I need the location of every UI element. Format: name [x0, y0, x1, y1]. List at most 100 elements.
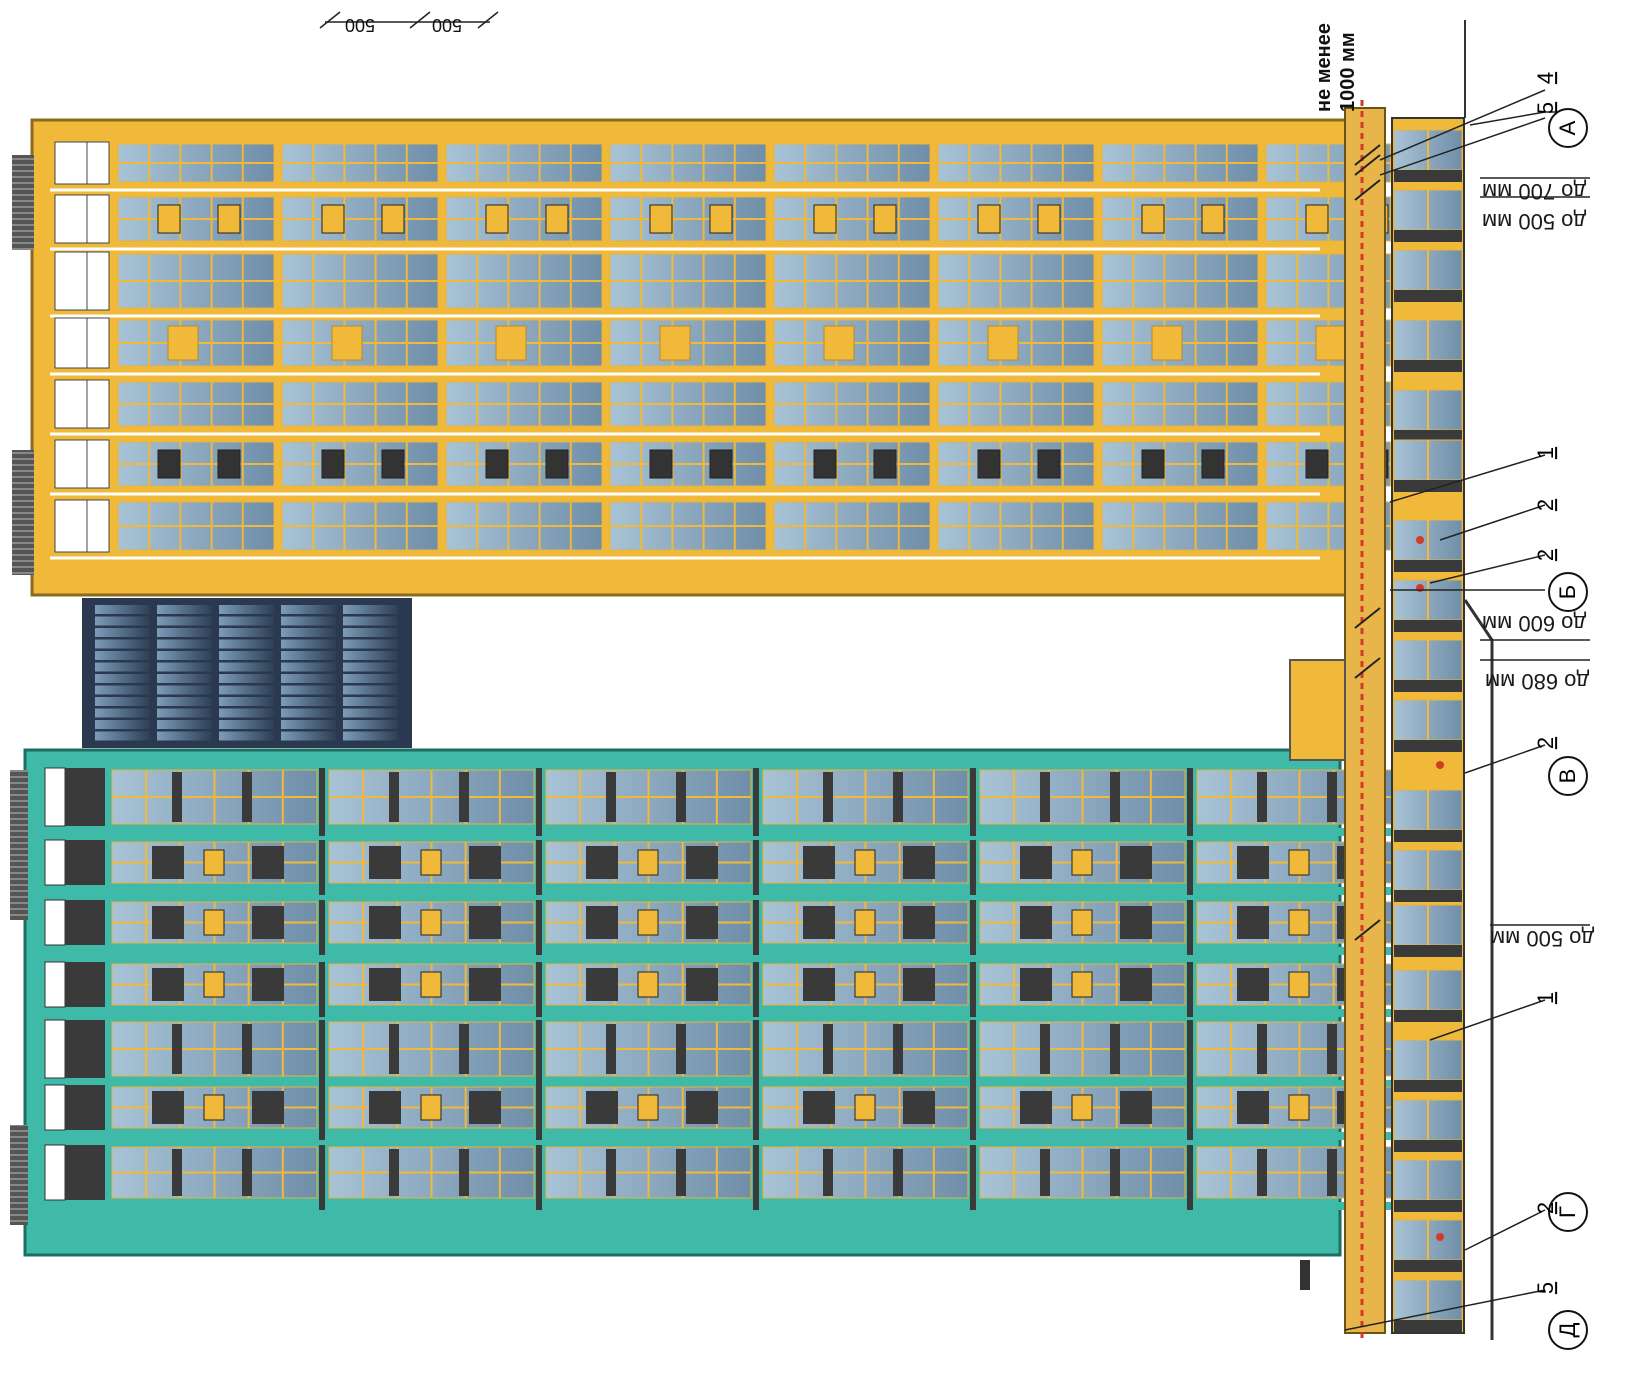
window-opening — [1201, 204, 1225, 234]
dark-panel — [803, 968, 835, 1001]
teal-building — [10, 748, 1408, 1257]
mullion-dark — [459, 772, 469, 822]
teal-band — [540, 887, 757, 895]
window-opening — [637, 909, 659, 936]
dark-window — [281, 605, 336, 614]
window-opening — [813, 449, 837, 479]
right-section-strip — [1289, 20, 1494, 1340]
mullion-dark — [606, 1024, 616, 1074]
top-dim-500-a: 500 — [345, 15, 376, 35]
dark-window — [343, 731, 398, 741]
dark-panel — [686, 906, 718, 939]
dark-window — [281, 616, 336, 626]
window-opening — [420, 971, 442, 998]
dark-panel — [586, 1091, 618, 1124]
dark-panel — [469, 906, 501, 939]
dark-window — [95, 685, 150, 695]
teal-band — [323, 1132, 540, 1140]
dark-window — [219, 639, 274, 649]
dark-panel — [686, 968, 718, 1001]
bay-divider — [319, 1020, 325, 1088]
dark-window — [343, 697, 398, 706]
dark-panel — [152, 906, 184, 939]
teal-band — [106, 1009, 323, 1017]
dark-window — [219, 674, 274, 683]
dark-window — [157, 674, 212, 683]
strip-spandrel — [1394, 480, 1462, 492]
window-opening — [813, 204, 837, 234]
mullion-dark — [893, 772, 903, 822]
mullion-dark — [1257, 772, 1267, 822]
window-opening — [1305, 449, 1329, 479]
bay-divider — [536, 962, 542, 1017]
dark-panel — [686, 846, 718, 879]
strip-spandrel — [1394, 290, 1462, 302]
teal-band — [757, 1132, 974, 1140]
teal-band — [1191, 1202, 1408, 1210]
dim-label-500-lower: до 500 мм — [1490, 926, 1595, 951]
callout-5-bottom: 5 — [1533, 1281, 1559, 1295]
window-opening — [420, 849, 442, 876]
mullion-dark — [172, 1024, 182, 1074]
dark-window — [95, 720, 150, 729]
dark-panel — [469, 1091, 501, 1124]
dark-window — [281, 731, 336, 741]
bay-divider — [970, 1085, 976, 1140]
dark-window — [219, 651, 274, 660]
strip-spandrel — [1394, 680, 1462, 692]
teal-band — [1191, 828, 1408, 836]
dark-window — [157, 731, 212, 741]
bay-divider — [753, 768, 759, 836]
dim-label-500-upper: до 500 мм — [1482, 209, 1587, 234]
facade-end-window — [44, 839, 66, 886]
window-opening — [709, 449, 733, 479]
facade-end-window — [86, 194, 110, 244]
window-opening — [321, 204, 345, 234]
dark-window — [219, 628, 274, 637]
bay-divider — [536, 840, 542, 895]
dark-panel — [1237, 906, 1269, 939]
bay-divider — [1187, 1085, 1193, 1140]
teal-band — [323, 1009, 540, 1017]
teal-band — [757, 1009, 974, 1017]
facade-end-window — [54, 141, 88, 185]
callout-2-b: 2 — [1533, 548, 1559, 562]
window-opening — [977, 204, 1001, 234]
bay-divider — [319, 840, 325, 895]
facade-end-panel — [65, 1145, 105, 1200]
teal-band — [106, 1202, 323, 1210]
dark-window — [95, 708, 150, 718]
mullion-dark — [242, 1149, 252, 1196]
bay-divider — [753, 1020, 759, 1088]
bay-divider — [753, 840, 759, 895]
top-dim-500-b: 500 — [432, 15, 463, 35]
bay-divider — [753, 1145, 759, 1210]
dark-window — [343, 616, 398, 626]
ochre-building — [12, 118, 1423, 597]
dark-panel — [252, 906, 284, 939]
dark-window — [219, 697, 274, 706]
window-opening — [420, 1094, 442, 1121]
dark-window — [95, 605, 150, 614]
dark-window — [157, 720, 212, 729]
mullion-dark — [1327, 772, 1337, 822]
callout-1-lower: 1 — [1533, 991, 1559, 1005]
dark-window — [95, 616, 150, 626]
window-opening — [1288, 1094, 1310, 1121]
facade-end-window — [54, 194, 88, 244]
teal-band — [540, 947, 757, 955]
dark-panel — [469, 968, 501, 1001]
window-opening — [545, 204, 569, 234]
dark-panel — [469, 846, 501, 879]
dark-window — [219, 685, 274, 695]
teal-band — [974, 1132, 1191, 1140]
strip-spandrel — [1394, 1010, 1462, 1022]
window-opening — [1288, 971, 1310, 998]
bay-divider — [319, 768, 325, 836]
callout-4-top: 4 — [1533, 71, 1559, 85]
facade-end-window — [86, 439, 110, 489]
facade-end-window — [44, 767, 66, 827]
window-opening — [420, 909, 442, 936]
dark-window — [219, 605, 274, 614]
window-opening — [381, 204, 405, 234]
